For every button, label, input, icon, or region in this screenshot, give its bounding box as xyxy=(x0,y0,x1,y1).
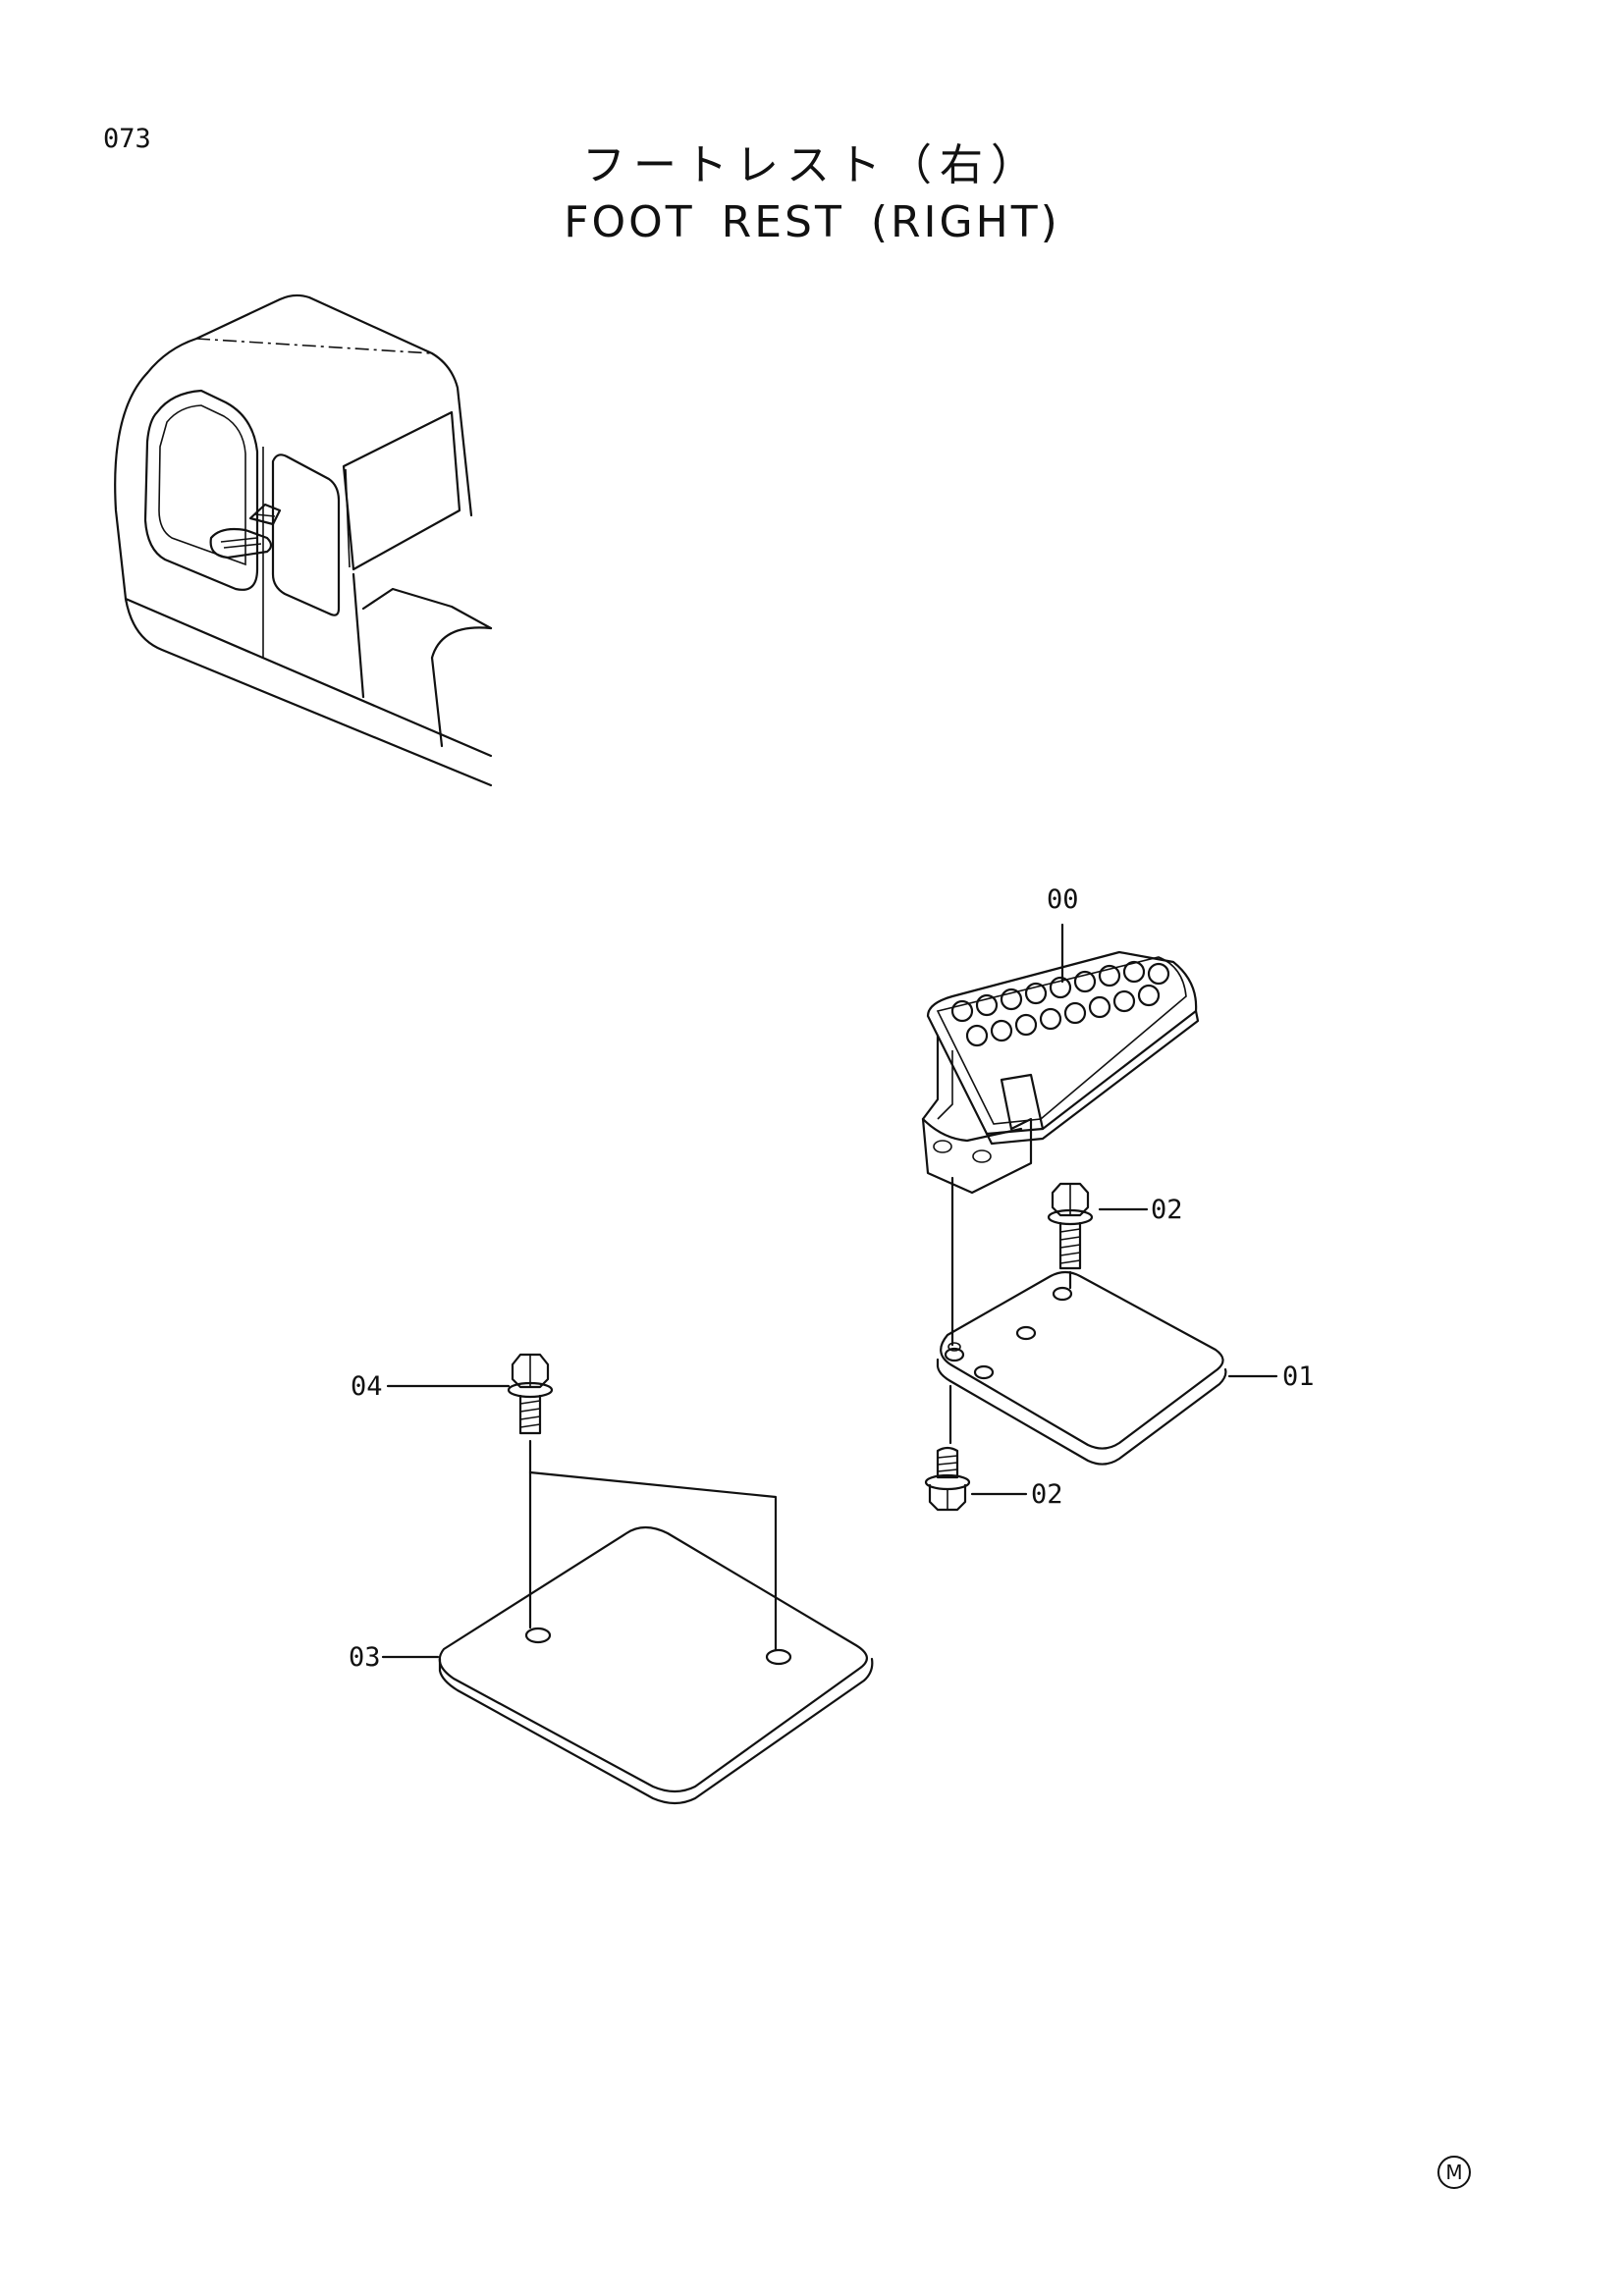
callout-04: 04 xyxy=(351,1371,383,1402)
bolt-upper-part xyxy=(1047,1182,1149,1270)
foot-rest-pedal-part xyxy=(921,950,1200,1195)
bolt-lower-part xyxy=(924,1446,1028,1512)
assembly-guide-lines xyxy=(528,1176,1072,1651)
floor-mat-part xyxy=(438,1525,874,1805)
callout-01: 01 xyxy=(1282,1362,1315,1392)
callout-02-upper: 02 xyxy=(1151,1195,1183,1225)
title-block: フートレスト（右） FOOT REST (RIGHT) xyxy=(0,137,1624,251)
title-japanese: フートレスト（右） xyxy=(582,140,1042,190)
pedal-grip-holes xyxy=(950,960,1170,1047)
callout-leaders xyxy=(381,923,1278,1659)
callout-02-lower: 02 xyxy=(1031,1479,1063,1510)
foot-rest-plate-part xyxy=(936,1270,1227,1466)
callout-00: 00 xyxy=(1047,884,1079,915)
mat-bolt-part xyxy=(507,1353,554,1435)
maker-mark-circled-m: M xyxy=(1437,2156,1471,2189)
page-number: 073 xyxy=(103,124,151,154)
title-english: FOOT REST (RIGHT) xyxy=(564,197,1060,247)
callout-03: 03 xyxy=(349,1642,381,1673)
cab-location-sketch xyxy=(114,294,493,787)
